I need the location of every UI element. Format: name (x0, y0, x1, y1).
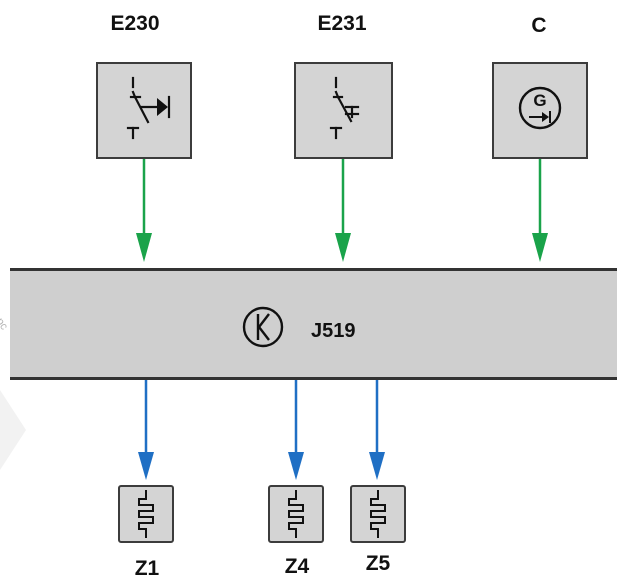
e231-switch-box (294, 62, 393, 159)
output-arrow-z1 (138, 380, 154, 480)
generator-box: G (492, 62, 588, 159)
label-e231: E231 (317, 12, 367, 35)
label-z5: Z5 (365, 552, 391, 575)
heating-element-icon (138, 490, 154, 538)
input-arrow-e231 (335, 159, 351, 262)
heating-element-icon (370, 490, 386, 538)
output-arrow-z5 (369, 380, 385, 480)
generator-symbol: G (533, 91, 546, 110)
control-unit-k-icon (242, 306, 284, 348)
heating-element-icon (288, 490, 304, 538)
input-arrow-e230 (136, 159, 152, 262)
input-arrow-c (532, 159, 548, 262)
button-switch-icon (329, 76, 360, 140)
label-c: C (531, 14, 547, 37)
label-z1: Z1 (134, 557, 160, 580)
label-z4: Z4 (284, 555, 310, 578)
control-unit-bar (10, 268, 617, 380)
heater-z4-box (268, 485, 324, 543)
control-unit-label: J519 (311, 320, 356, 342)
heater-z5-box (350, 485, 406, 543)
margin-shade (0, 390, 26, 470)
label-e230: E230 (110, 12, 160, 35)
heater-z1-box (118, 485, 174, 543)
button-switch-with-led-icon (126, 76, 171, 140)
output-arrow-z4 (288, 380, 304, 480)
e230-switch-box (96, 62, 192, 159)
generator-icon: G (518, 86, 562, 130)
